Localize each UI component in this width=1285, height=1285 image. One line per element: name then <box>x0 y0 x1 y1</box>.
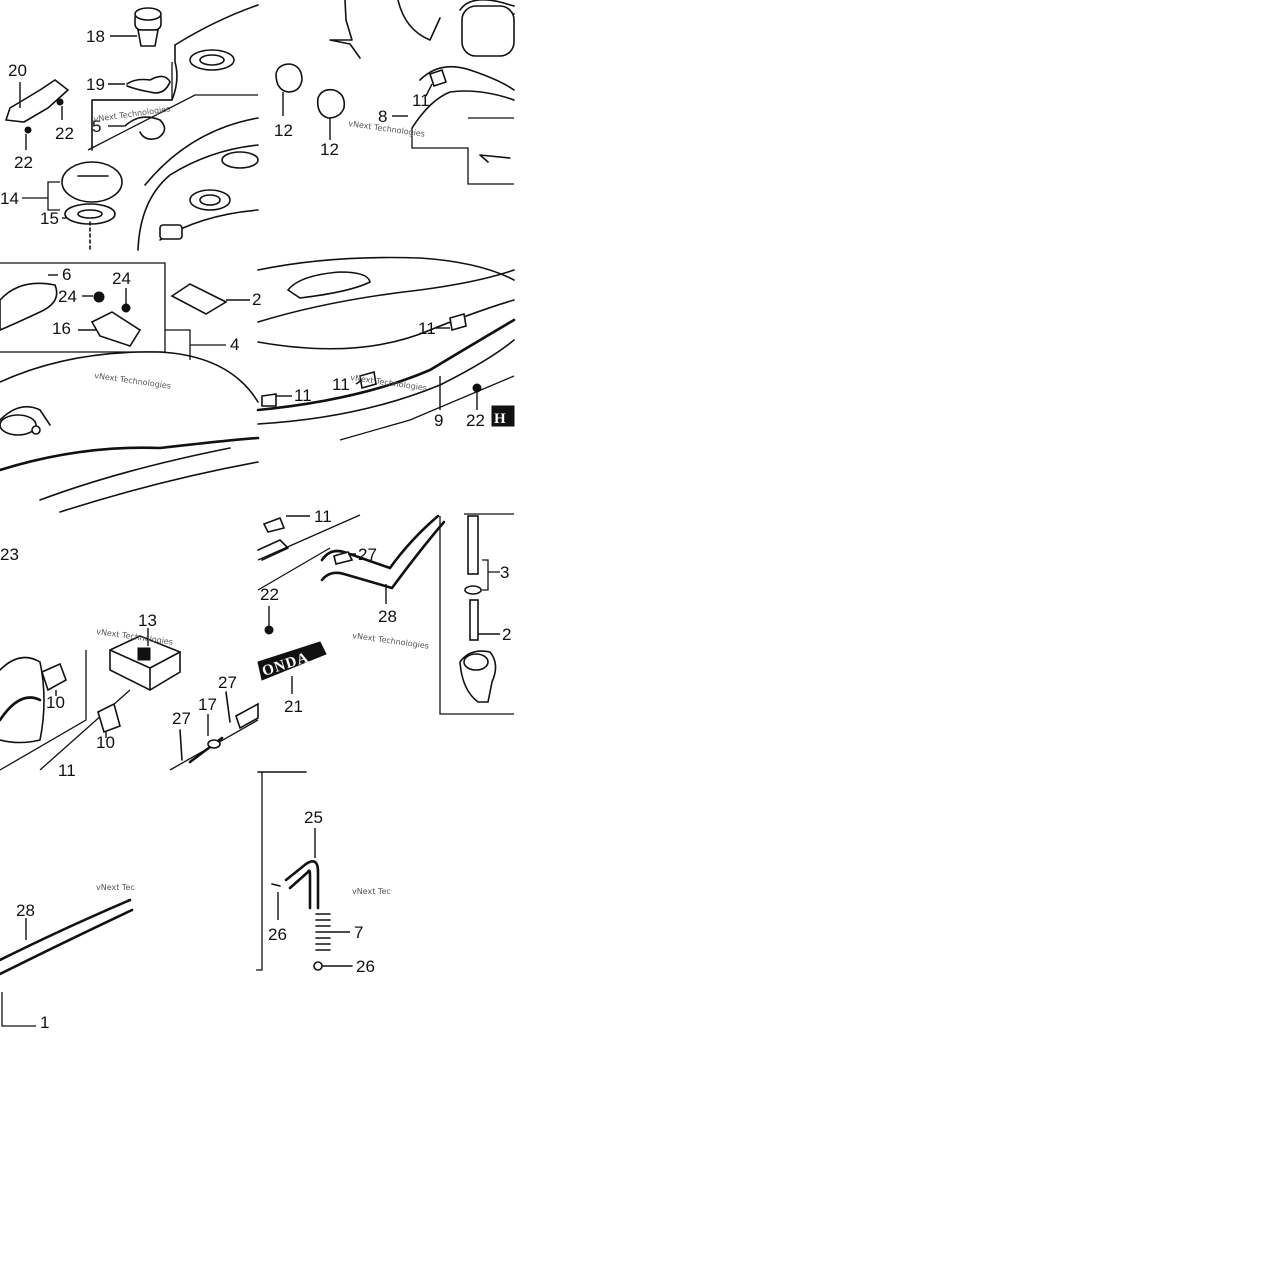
callout-26-a: 26 <box>268 925 287 944</box>
callout-1: 1 <box>40 1013 49 1032</box>
tile-bottom-left <box>0 898 134 1027</box>
callout-11-b: 11 <box>418 319 436 338</box>
callout-22-c: 22 <box>466 411 485 430</box>
callout-23: 23 <box>0 545 19 564</box>
tile-top-right: H <box>256 0 516 441</box>
callout-10-b: 10 <box>96 733 115 752</box>
callout-22-a: 22 <box>55 124 74 143</box>
callout-27-c: 27 <box>358 545 377 564</box>
watermark-8: vNext Tec <box>352 887 391 896</box>
tile-bottom-center <box>256 771 353 971</box>
watermark-6: vNext Technologies <box>352 631 430 651</box>
callout-4: 4 <box>230 335 239 354</box>
callout-11-d: 11 <box>294 386 312 405</box>
callout-17: 17 <box>198 695 217 714</box>
callout-13: 13 <box>138 611 157 630</box>
callout-27-a: 27 <box>218 673 237 692</box>
part-12-grommet-b <box>316 88 346 140</box>
callout-22-d: 22 <box>260 585 279 604</box>
part-17-pin <box>188 714 224 764</box>
callout-28-b: 28 <box>16 901 35 920</box>
part-6-cover <box>0 274 58 331</box>
callout-12-b: 12 <box>320 140 339 159</box>
callout-24-b: 24 <box>112 269 131 288</box>
callout-labels: 18 20 19 5 22 22 14 15 6 24 24 16 4 2 11… <box>0 27 511 1032</box>
callout-11-e: 11 <box>58 761 76 780</box>
callout-8: 8 <box>378 107 387 126</box>
tile-mid-left <box>0 628 259 771</box>
part-20-plate <box>4 79 70 150</box>
callout-26-b: 26 <box>356 957 375 976</box>
watermark-7: vNext Tec <box>96 883 135 892</box>
callout-21: 21 <box>284 697 303 716</box>
part-28-hose <box>320 514 446 604</box>
callout-16: 16 <box>52 319 71 338</box>
callout-14: 14 <box>0 189 19 208</box>
callout-22-b: 22 <box>14 153 33 172</box>
callout-19: 19 <box>86 75 105 94</box>
callout-11-f: 11 <box>314 507 332 526</box>
emblem-partial-letter: H <box>494 411 507 427</box>
watermarks: vNext Technologies vNext Technologies vN… <box>93 104 430 896</box>
callout-6: 6 <box>62 265 71 284</box>
callout-11-c: 11 <box>332 375 350 394</box>
callout-7: 7 <box>354 923 363 942</box>
callout-25: 25 <box>304 808 323 827</box>
callout-2-b: 2 <box>502 625 511 644</box>
callout-2-a: 2 <box>252 290 261 309</box>
callout-5: 5 <box>92 117 101 136</box>
part-7-spring <box>315 913 350 951</box>
callout-15: 15 <box>40 209 59 228</box>
callout-27-b: 27 <box>172 709 191 728</box>
callout-3: 3 <box>500 563 509 582</box>
part-12-grommet-a <box>275 63 303 116</box>
callout-28-a: 28 <box>378 607 397 626</box>
part-5-hook <box>108 116 166 140</box>
callout-18: 18 <box>86 27 105 46</box>
fuel-valve <box>439 513 514 715</box>
part-16-bracket <box>78 311 142 347</box>
callout-24-a: 24 <box>58 287 77 306</box>
emblem-honda: ONDA <box>257 641 327 694</box>
callout-20: 20 <box>8 61 27 80</box>
tile-top-left <box>0 4 260 513</box>
part-13-box <box>109 628 181 691</box>
part-18-cap <box>110 7 162 47</box>
callout-12-a: 12 <box>274 121 293 140</box>
part-25-tube <box>284 828 320 910</box>
callout-11-a: 11 <box>412 91 430 110</box>
part-15-gasket <box>62 203 116 251</box>
callout-9: 9 <box>434 411 443 430</box>
callout-10-a: 10 <box>46 693 65 712</box>
part-19-clip <box>108 75 171 94</box>
part-14-fuel-cap <box>22 161 123 211</box>
watermark-3: vNext Technologies <box>94 371 172 391</box>
